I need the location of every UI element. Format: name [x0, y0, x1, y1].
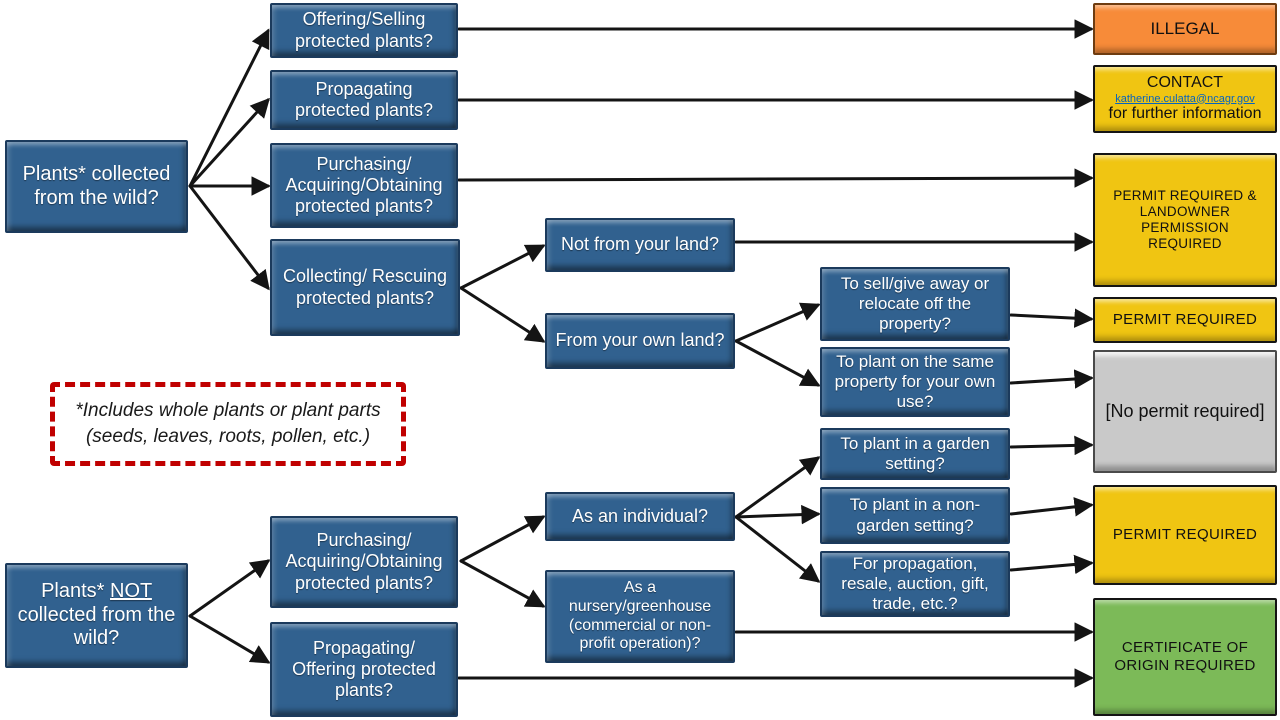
- arrow: [1009, 435, 1094, 456]
- question-box-purchasing-wild: Purchasing/ Acquiring/Obtaining protecte…: [270, 143, 458, 228]
- question-box-propagating-offering: Propagating/ Offering protected plants?: [270, 622, 458, 717]
- arrow: [188, 28, 270, 188]
- question-label: As an individual?: [571, 505, 709, 526]
- question-label: From your own land?: [555, 330, 725, 351]
- outcome-box-illegal: ILLEGAL: [1093, 3, 1277, 55]
- outcome-box-permit-landowner: PERMIT REQUIRED & LANDOWNER PERMISSION R…: [1093, 153, 1277, 287]
- question-box-not-collected: Plants* NOT collected from the wild?: [5, 563, 188, 668]
- arrow: [188, 614, 271, 664]
- arrow: [734, 504, 821, 525]
- question-label: As a nursery/greenhouse (commercial or n…: [568, 578, 712, 653]
- question-label: Collecting/ Rescuing protected plants?: [282, 266, 448, 308]
- question-box-as-individual: As an individual?: [545, 492, 735, 541]
- question-box-garden-setting: To plant in a garden setting?: [820, 428, 1010, 480]
- outcome-label: PERMIT REQUIRED: [1112, 311, 1258, 329]
- question-box-propagating: Propagating protected plants?: [270, 70, 458, 130]
- arrow: [457, 168, 1094, 188]
- question-label: To plant in a non-garden setting?: [849, 495, 981, 535]
- question-box-sell-giveaway: To sell/give away or relocate off the pr…: [820, 267, 1010, 341]
- contact-title: CONTACT: [1146, 73, 1224, 91]
- question-box-plant-same-property: To plant on the same property for your o…: [820, 347, 1010, 417]
- arrow: [734, 515, 821, 583]
- arrow: [188, 559, 271, 618]
- question-label: Not from your land?: [560, 234, 720, 255]
- question-box-from-own-land: From your own land?: [545, 313, 735, 369]
- question-box-as-nursery: As a nursery/greenhouse (commercial or n…: [545, 570, 735, 663]
- footnote-line-2: (seeds, leaves, roots, pollen, etc.): [85, 426, 371, 447]
- outcome-label: PERMIT REQUIRED: [1112, 526, 1258, 544]
- question-label: Purchasing/ Acquiring/Obtaining protecte…: [285, 530, 443, 593]
- outcome-box-no-permit: [No permit required]: [1093, 350, 1277, 473]
- footnote-line-1: *Includes whole plants or plant parts: [75, 400, 381, 422]
- question-label: For propagation, resale, auction, gift, …: [841, 553, 989, 614]
- contact-email-link[interactable]: katherine.culatta@ncagr.gov: [1115, 92, 1255, 105]
- question-label: Purchasing/ Acquiring/Obtaining protecte…: [285, 153, 443, 217]
- arrow: [1009, 554, 1094, 575]
- question-label: To plant on the same property for your o…: [834, 351, 996, 412]
- arrow: [1009, 497, 1094, 517]
- arrow: [188, 97, 270, 188]
- arrow: [1009, 308, 1094, 328]
- footnote-box: *Includes whole plants or plant parts (s…: [50, 382, 406, 466]
- question-label: Propagating/ Offering protected plants?: [292, 637, 436, 701]
- outcome-box-permit-required-2: PERMIT REQUIRED: [1093, 485, 1277, 585]
- question-label: Propagating protected plants?: [294, 78, 434, 120]
- outcome-box-certificate-origin: CERTIFICATE OF ORIGIN REQUIRED: [1093, 598, 1277, 716]
- question-box-collected: Plants* collected from the wild?: [5, 140, 188, 233]
- question-box-offering-selling: Offering/Selling protected plants?: [270, 3, 458, 58]
- question-label: To plant in a garden setting?: [840, 433, 990, 473]
- arrow: [459, 559, 546, 608]
- question-box-purchasing-not-wild: Purchasing/ Acquiring/Obtaining protecte…: [270, 516, 458, 608]
- arrow: [1009, 369, 1094, 389]
- arrow: [459, 515, 546, 563]
- outcome-box-contact: CONTACT katherine.culatta@ncagr.gov for …: [1093, 65, 1277, 133]
- outcome-label: ILLEGAL: [1150, 18, 1220, 38]
- arrow: [459, 244, 546, 290]
- outcome-label: PERMIT REQUIRED & LANDOWNER PERMISSION R…: [1113, 188, 1257, 251]
- question-box-collecting-rescuing: Collecting/ Rescuing protected plants?: [270, 239, 460, 336]
- question-label: Offering/Selling protected plants?: [294, 9, 434, 51]
- question-label: To sell/give away or relocate off the pr…: [840, 273, 990, 334]
- question-box-not-from-land: Not from your land?: [545, 218, 735, 272]
- contact-subtitle: for further information: [1108, 105, 1262, 123]
- arrow: [188, 184, 270, 291]
- question-label: Plants* NOT collected from the wild?: [17, 580, 176, 650]
- outcome-box-permit-required-1: PERMIT REQUIRED: [1093, 297, 1277, 343]
- outcome-label: CERTIFICATE OF ORIGIN REQUIRED: [1114, 639, 1256, 674]
- arrow: [734, 456, 821, 519]
- arrow: [734, 302, 821, 343]
- outcome-label: [No permit required]: [1105, 400, 1265, 421]
- question-box-propagation-resale: For propagation, resale, auction, gift, …: [820, 551, 1010, 617]
- question-label: Plants* collected from the wild?: [22, 162, 171, 209]
- question-box-non-garden-setting: To plant in a non-garden setting?: [820, 487, 1010, 544]
- arrow: [734, 339, 821, 387]
- arrow: [459, 286, 546, 343]
